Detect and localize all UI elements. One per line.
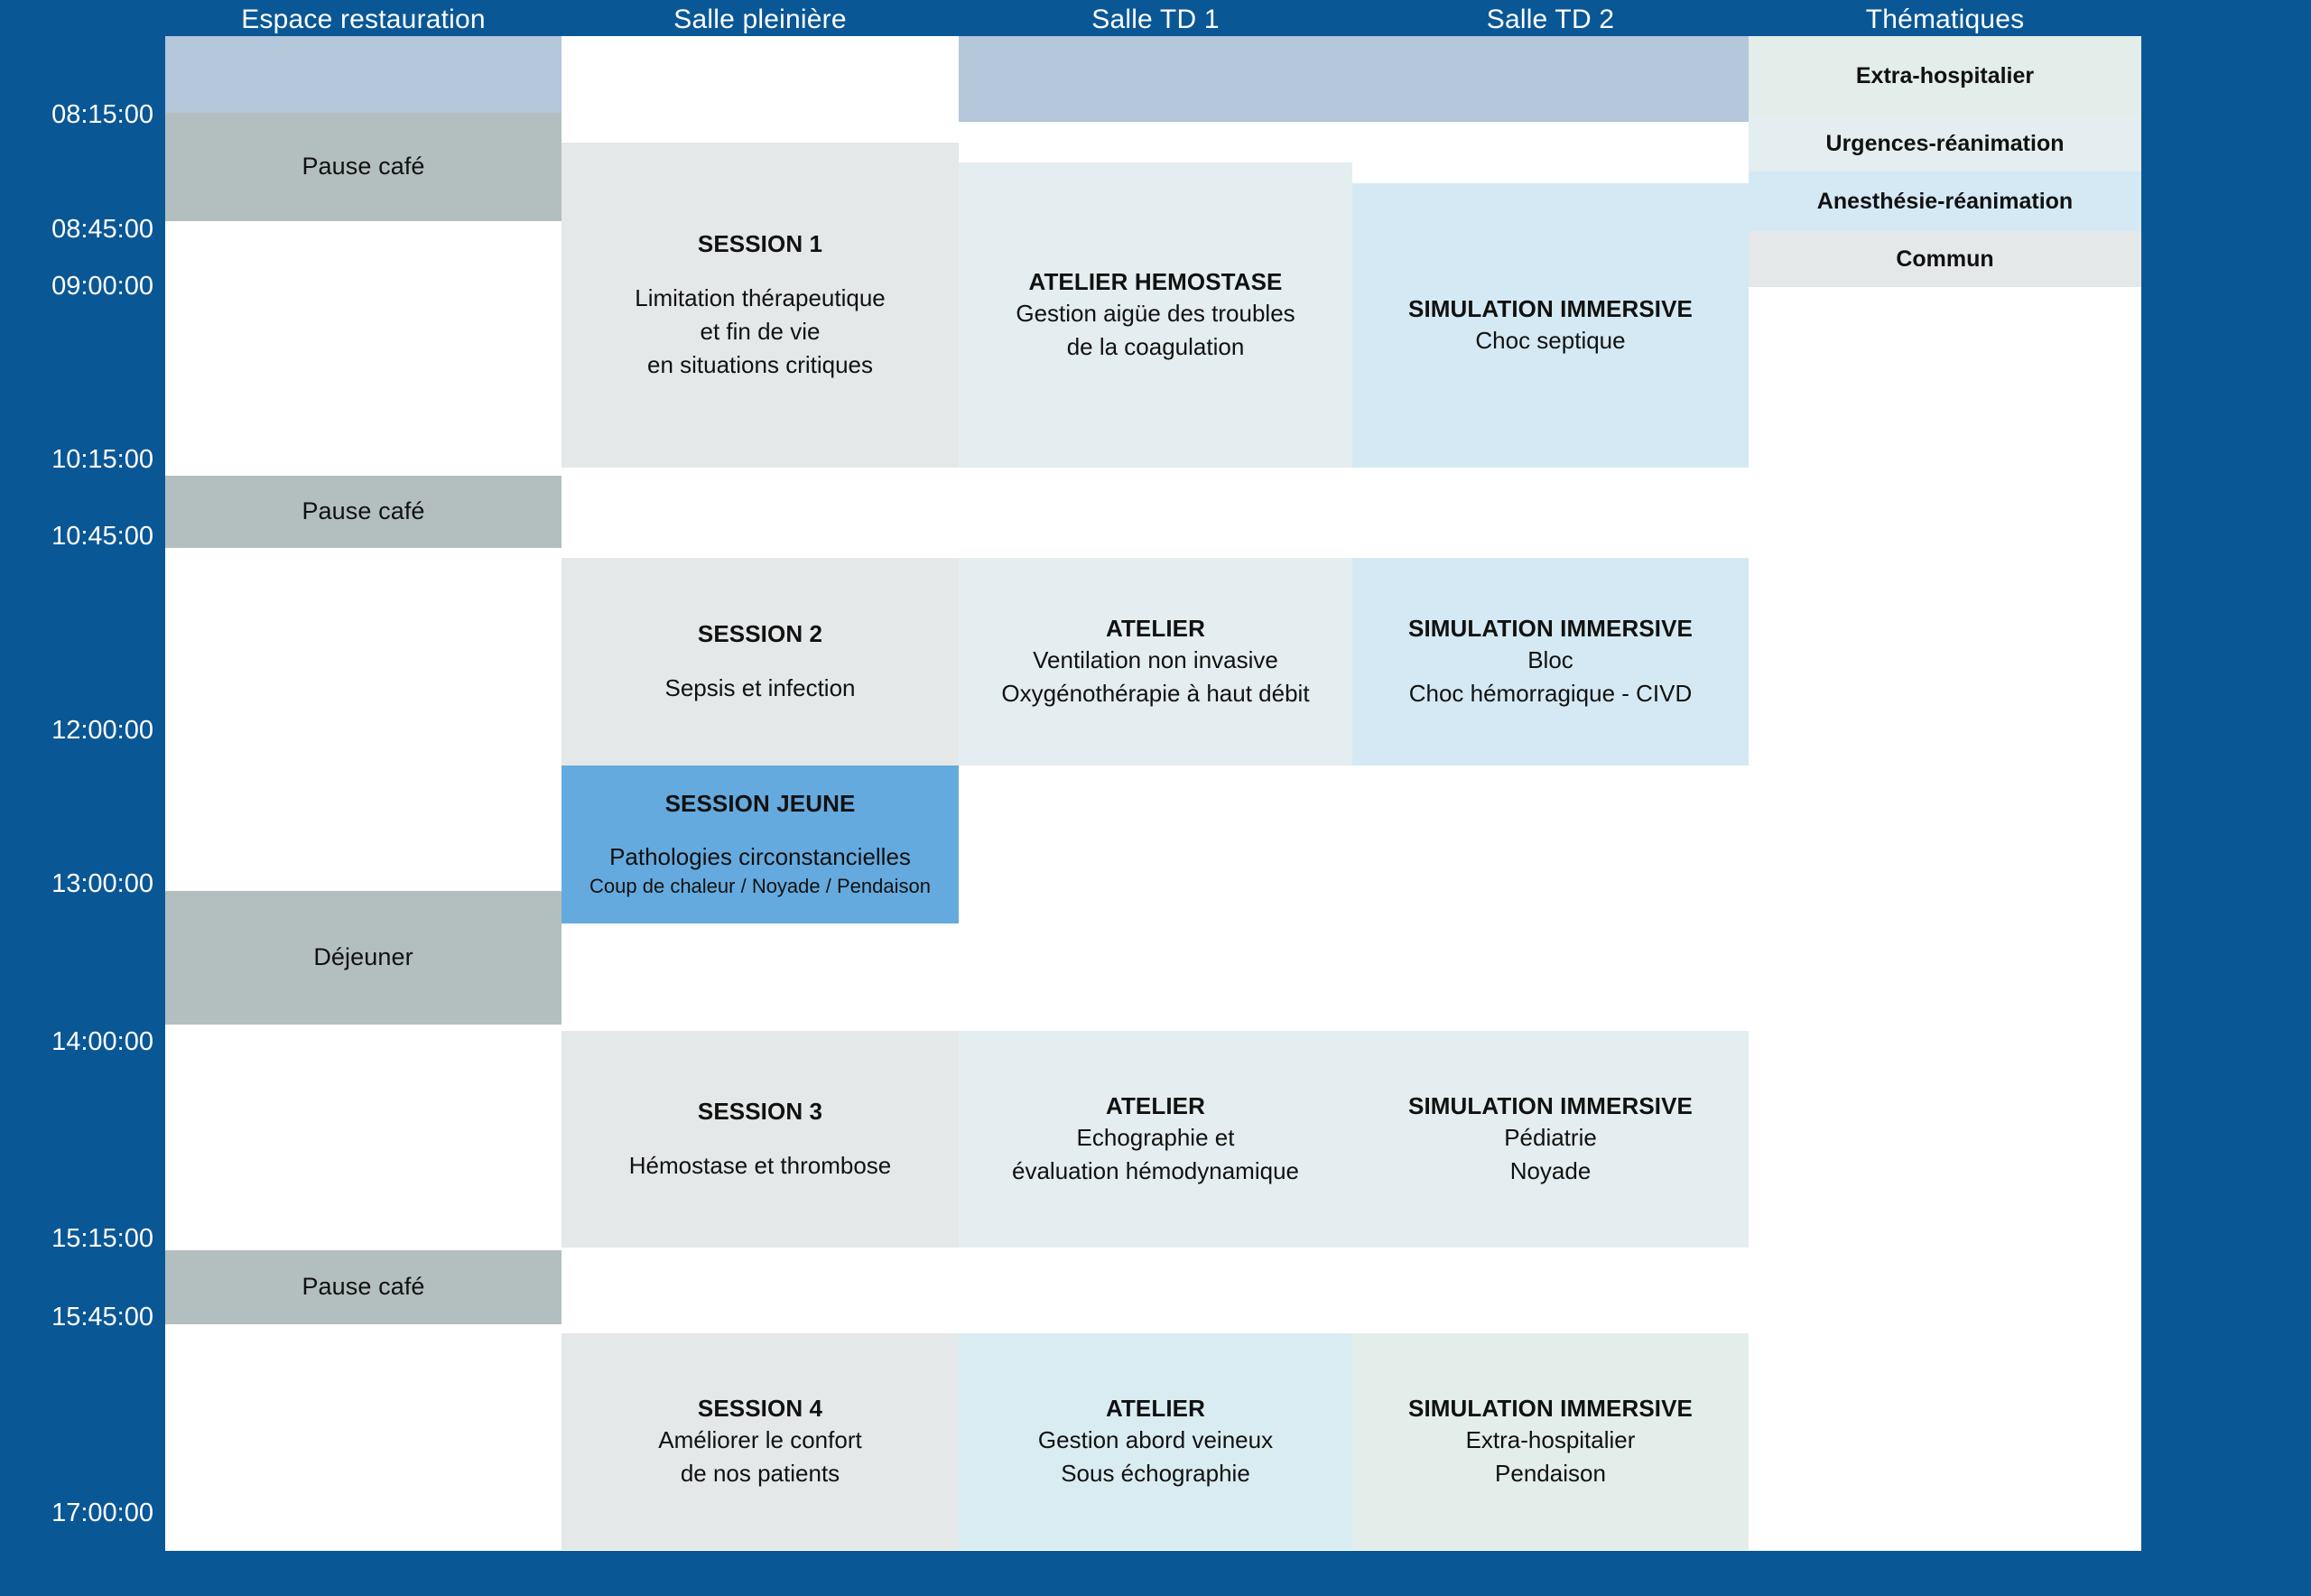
block-title: SESSION 1 [697, 230, 823, 258]
time-label-1400: 14:00:00 [51, 1027, 153, 1056]
time-label-1200: 12:00:00 [51, 716, 153, 745]
block-line-1: Pédiatrie [1504, 1124, 1597, 1152]
block-line-1: Bloc [1527, 646, 1573, 674]
time-label-0845: 08:45:00 [51, 215, 153, 244]
block-plenary-placeholder[interactable] [165, 36, 562, 113]
block-simulation-4[interactable]: SIMULATION IMMERSIVE Extra-hospitalier P… [1352, 1333, 1749, 1550]
block-dejeuner[interactable]: Déjeuner [165, 891, 562, 1025]
legend-item-extra-hospitalier[interactable]: Extra-hospitalier [1749, 36, 2141, 116]
block-line-2: de nos patients [680, 1460, 840, 1488]
block-session-2[interactable]: SESSION 2 Sepsis et infection [562, 558, 959, 766]
block-line-2: évaluation hémodynamique [1012, 1157, 1299, 1185]
block-line-2: Oxygénothérapie à haut débit [1001, 680, 1310, 708]
legend-item-anesthesie-reanimation[interactable]: Anesthésie-réanimation [1749, 172, 2141, 231]
block-line-1: Choc septique [1475, 327, 1626, 355]
block-pause-cafe-3[interactable]: Pause café [165, 1250, 562, 1324]
block-title: Déjeuner [313, 943, 413, 971]
block-title: Pause café [302, 497, 425, 525]
block-title: Pause café [302, 1273, 425, 1301]
block-atelier-4[interactable]: ATELIER Gestion abord veineux Sous échog… [959, 1333, 1352, 1550]
column-header-restauration: Espace restauration [241, 5, 486, 34]
block-pause-cafe-1[interactable]: Pause café [165, 113, 562, 221]
block-line-3: en situations critiques [646, 350, 874, 378]
block-line-1: Ventilation non invasive [1033, 646, 1278, 674]
time-label-1015: 10:15:00 [51, 445, 153, 474]
legend-label: Extra-hospitalier [1855, 62, 2035, 88]
block-title: SIMULATION IMMERSIVE [1408, 1394, 1693, 1422]
time-label-0900: 09:00:00 [51, 272, 153, 301]
block-line-1: Améliorer le confort [658, 1426, 862, 1454]
block-line-2: Choc hémorragique - CIVD [1408, 680, 1693, 708]
block-atelier-3[interactable]: ATELIER Echographie et évaluation hémody… [959, 1031, 1352, 1248]
time-label-1045: 10:45:00 [51, 522, 153, 551]
block-title: SIMULATION IMMERSIVE [1408, 294, 1693, 322]
block-td-placeholder[interactable] [959, 36, 1749, 122]
block-title: SESSION 3 [697, 1098, 823, 1126]
block-line-1: Gestion abord veineux [1037, 1426, 1274, 1454]
block-line-1: Gestion aigüe des troubles [1016, 300, 1295, 328]
time-label-1700: 17:00:00 [51, 1499, 153, 1527]
column-header-thematiques: Thématiques [1865, 5, 2025, 34]
block-title: SESSION JEUNE [664, 789, 856, 817]
column-header-pleiniere: Salle pleinière [673, 5, 847, 34]
block-pause-cafe-2[interactable]: Pause café [165, 476, 562, 548]
block-line-1: Extra-hospitalier [1465, 1426, 1636, 1454]
block-title: Pause café [302, 153, 425, 181]
legend-item-commun[interactable]: Commun [1749, 231, 2141, 287]
block-atelier-2[interactable]: ATELIER Ventilation non invasive Oxygéno… [959, 558, 1352, 766]
schedule-grid: Pause café Pause café Déjeuner Pause caf… [165, 36, 2141, 1551]
block-simulation-3[interactable]: SIMULATION IMMERSIVE Pédiatrie Noyade [1352, 1031, 1749, 1248]
column-header-td2: Salle TD 2 [1486, 5, 1615, 34]
block-line-1: Echographie et [1076, 1124, 1235, 1152]
time-label-1300: 13:00:00 [51, 869, 153, 898]
block-line-2: Coup de chaleur / Noyade / Pendaison [589, 875, 931, 898]
block-line-2: Pendaison [1495, 1460, 1606, 1488]
block-session-jeune[interactable]: SESSION JEUNE Pathologies circonstanciel… [562, 766, 959, 923]
legend-label: Anesthésie-réanimation [1816, 188, 2074, 214]
block-simulation-2[interactable]: SIMULATION IMMERSIVE Bloc Choc hémorragi… [1352, 558, 1749, 766]
time-label-1515: 15:15:00 [51, 1224, 153, 1253]
column-header-td1: Salle TD 1 [1091, 5, 1220, 34]
block-session-1[interactable]: SESSION 1 Limitation thérapeutique et fi… [562, 143, 959, 468]
block-session-4[interactable]: SESSION 4 Améliorer le confort de nos pa… [562, 1333, 959, 1550]
block-line-1: Sepsis et infection [664, 673, 856, 701]
block-atelier-hemostase[interactable]: ATELIER HEMOSTASE Gestion aigüe des trou… [959, 162, 1352, 468]
block-title: ATELIER [1106, 1091, 1205, 1119]
block-line-2: de la coagulation [1066, 333, 1245, 361]
block-title: SIMULATION IMMERSIVE [1408, 1091, 1693, 1119]
legend-item-urgences-reanimation[interactable]: Urgences-réanimation [1749, 116, 2141, 172]
legend-label: Urgences-réanimation [1825, 130, 2065, 156]
block-title: ATELIER [1106, 614, 1205, 642]
block-line-1: Hémostase et thrombose [628, 1151, 892, 1179]
block-title: SESSION 2 [697, 620, 823, 648]
block-line-2: Noyade [1509, 1157, 1592, 1185]
block-simulation-1[interactable]: SIMULATION IMMERSIVE Choc septique [1352, 183, 1749, 468]
time-label-1545: 15:45:00 [51, 1303, 153, 1332]
block-line-2: et fin de vie [700, 317, 821, 345]
block-title: ATELIER HEMOSTASE [1028, 267, 1283, 295]
block-title: SESSION 4 [697, 1394, 823, 1422]
block-title: ATELIER [1106, 1394, 1205, 1422]
legend-label: Commun [1896, 246, 1994, 272]
block-line-1: Pathologies circonstancielles [609, 843, 911, 871]
block-line-1: Limitation thérapeutique [635, 283, 886, 311]
block-line-2: Sous échographie [1061, 1460, 1250, 1488]
block-session-3[interactable]: SESSION 3 Hémostase et thrombose [562, 1031, 959, 1248]
block-title: SIMULATION IMMERSIVE [1408, 614, 1693, 642]
time-label-0815: 08:15:00 [51, 100, 153, 129]
